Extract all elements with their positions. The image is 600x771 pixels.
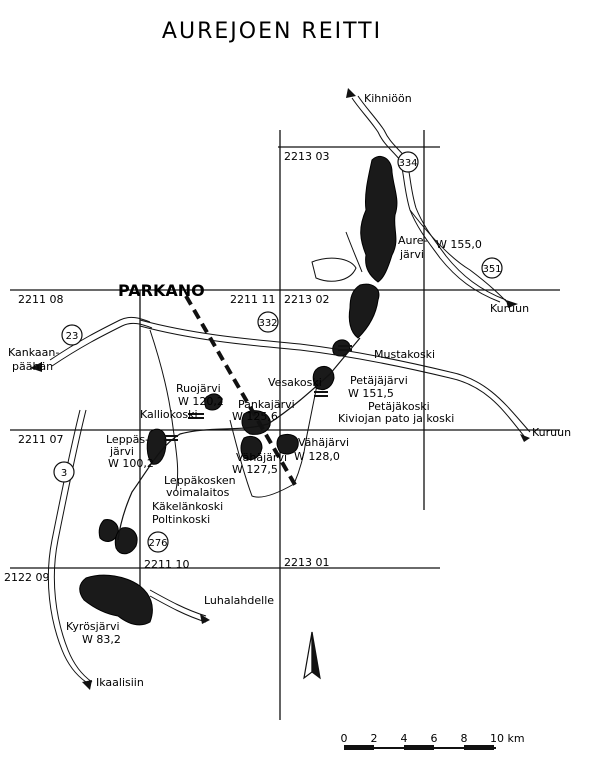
feature-label: voimalaitos [166, 486, 230, 499]
grid-label: 2213 02 [284, 293, 330, 306]
lake-vahajarvi-a [240, 435, 263, 461]
feature-label: Leppäs- [106, 433, 149, 446]
feature-label: Vähäjärvi [298, 436, 349, 449]
destination-label: päähän [12, 360, 53, 373]
grid-label: 2211 11 [230, 293, 276, 306]
destination-label: Luhalahdelle [204, 594, 274, 607]
lake-ruojarvi [204, 393, 223, 411]
scale-tick: 6 [431, 732, 438, 745]
lake-kyrosjarvi [79, 574, 153, 626]
grid-label: 2211 08 [18, 293, 64, 306]
grid-label: 2211 07 [18, 433, 64, 446]
feature-label: W 100,2 [108, 457, 154, 470]
lake-vahajarvi-b [276, 433, 299, 455]
lake-aurejarvi [360, 156, 398, 283]
feature-label: W 151,5 [348, 387, 394, 400]
feature-label: W 155,0 [436, 238, 482, 251]
lake-leppasjarvi [146, 428, 167, 465]
lake-small-2 [114, 527, 138, 555]
feature-label: W 83,2 [82, 633, 121, 646]
river [117, 337, 361, 541]
route-number: 332 [258, 318, 277, 329]
feature-label: järvi [399, 248, 424, 261]
scale-tick: 2 [371, 732, 378, 745]
feature-label: Poltinkoski [152, 513, 210, 526]
destination-label: Ikaalisiin [96, 676, 144, 689]
arrow-icon [82, 680, 92, 690]
arrow-icon [200, 614, 210, 624]
route-number: 3 [61, 468, 67, 479]
feature-label: Leppäkosken [164, 474, 236, 487]
destination-label: Kihniöön [364, 92, 412, 105]
feature-label: Ruojärvi [176, 382, 221, 395]
grid-lines [10, 130, 560, 720]
lake-aurejarvi-south [348, 283, 380, 339]
scale-bar: 0 2 4 6 8 10 km [341, 732, 525, 750]
route-markers: 334 351 23 332 3 276 [53, 151, 503, 553]
grid-labels: 2213 03 2211 08 2211 11 2213 02 2211 07 … [4, 150, 330, 584]
scale-tick: 8 [461, 732, 468, 745]
feature-label: W 127,5 [232, 463, 278, 476]
route-number: 351 [482, 264, 501, 275]
grid-label: 2122 09 [4, 571, 50, 584]
dam-markers [164, 345, 352, 441]
feature-label: Vesakoski [268, 376, 322, 389]
feature-label: Pankajärvi [238, 398, 295, 411]
destination-labels: Kihniöön Kuruun Kuruun Kankaan- päähän L… [8, 92, 571, 689]
feature-label: W 128,0 [294, 450, 340, 463]
feature-label: Kyrösjärvi [66, 620, 120, 633]
map-title: AUREJOEN REITTI [162, 19, 382, 44]
grid-label: 2211 10 [144, 558, 190, 571]
feature-label: Vähäjärvi [236, 451, 287, 464]
feature-label: Kiviojan pato ja koski [338, 412, 454, 425]
feature-label: Mustakoski [374, 348, 435, 361]
scale-tick: 0 [341, 732, 348, 745]
lake-small-1 [98, 519, 119, 542]
grid-label: 2213 03 [284, 150, 330, 163]
route-number: 23 [66, 331, 79, 342]
destination-label: Kuruun [490, 302, 529, 315]
grid-label: 2213 01 [284, 556, 330, 569]
roads [47, 95, 531, 683]
arrow-icon [520, 434, 530, 442]
route-number: 276 [148, 538, 167, 549]
scale-tick: 4 [401, 732, 408, 745]
destination-label: Kuruun [532, 426, 571, 439]
town-label: PARKANO [118, 281, 205, 300]
route-number: 334 [398, 158, 417, 169]
feature-label: Kalliokoski [140, 408, 198, 421]
destination-label: Kankaan- [8, 346, 59, 359]
north-arrow-icon [303, 631, 321, 680]
railway [184, 295, 300, 491]
feature-label: Petäjäjärvi [350, 374, 408, 387]
feature-label: W 125,6 [232, 410, 278, 423]
feature-label: Käkelänkoski [152, 500, 223, 513]
feature-label: Petäjäkoski [368, 400, 430, 413]
lakes [79, 156, 398, 626]
arrow-icon [346, 88, 356, 98]
feature-label: järvi [109, 445, 134, 458]
feature-label: W 120,2 [178, 395, 224, 408]
feature-labels: Aure- järvi W 155,0 Mustakoski Vesakoski… [66, 234, 482, 646]
direction-arrows [30, 88, 530, 690]
arrow-icon [30, 362, 42, 372]
scale-tick: 10 km [490, 732, 525, 745]
arrow-icon [506, 300, 518, 308]
feature-label: Aure- [398, 234, 428, 247]
